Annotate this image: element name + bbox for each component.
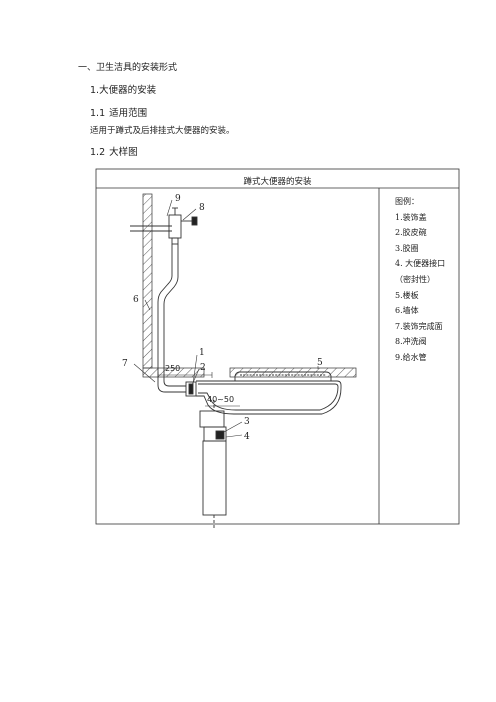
section-title: 一、卫生洁具的安装形式 <box>78 63 178 73</box>
legend-item: 8.冲洗阀 <box>395 337 427 347</box>
leader-lines <box>133 199 319 438</box>
callout-3: 3 <box>244 417 250 427</box>
legend-item: 3.胶圈 <box>395 243 419 253</box>
detail-number: 1.2 <box>90 147 106 158</box>
callout-5: 5 <box>317 358 323 368</box>
callout-6: 6 <box>133 295 139 305</box>
legend-item: 2.胶皮碗 <box>395 228 427 238</box>
legend-item: 9.给水管 <box>395 352 427 362</box>
legend-title: 图例： <box>395 197 419 206</box>
callout-2: 2 <box>200 363 206 373</box>
scope-number: 1.1 <box>90 108 106 119</box>
legend-item: 5.楼板 <box>395 290 419 300</box>
dim-250: 250 <box>165 364 180 373</box>
scope-title: 适用范围 <box>109 108 148 119</box>
legend: 图例： 1.装饰盖 2.胶皮碗 3.胶圈 4. 大便器接口 （密封性） 5.楼板… <box>395 194 461 366</box>
drain-pipe <box>199 400 227 528</box>
flush-pipe <box>157 244 186 393</box>
callout-9: 9 <box>175 194 181 204</box>
squat-toilet <box>196 371 342 415</box>
wall <box>142 193 153 369</box>
dim-40-50: 40~50 <box>207 395 234 404</box>
flush-valve <box>168 207 198 245</box>
callout-1: 1 <box>199 348 205 358</box>
callout-4: 4 <box>244 432 250 442</box>
floor-slab <box>142 367 357 378</box>
figure-title: 蹲式大便器的安装 <box>243 177 312 187</box>
legend-item: 1.装饰盖 <box>395 212 427 222</box>
supply-pipe <box>130 225 172 232</box>
detail-title: 大样图 <box>109 147 138 158</box>
dimension-lines <box>157 372 240 407</box>
legend-item: 6.墙体 <box>395 306 419 316</box>
scope-text: 适用于蹲式及后排挂式大便器的安装。 <box>90 126 235 136</box>
legend-item: 4. 大便器接口 <box>395 259 446 269</box>
figure-table-frame <box>95 168 460 525</box>
legend-item: （密封性） <box>395 274 435 284</box>
legend-item: 7.装饰完成面 <box>395 321 443 331</box>
subsection-title: 1.大便器的安装 <box>90 85 157 96</box>
bowl-connection <box>185 381 197 397</box>
callout-7: 7 <box>122 359 128 369</box>
callout-8: 8 <box>199 203 205 213</box>
